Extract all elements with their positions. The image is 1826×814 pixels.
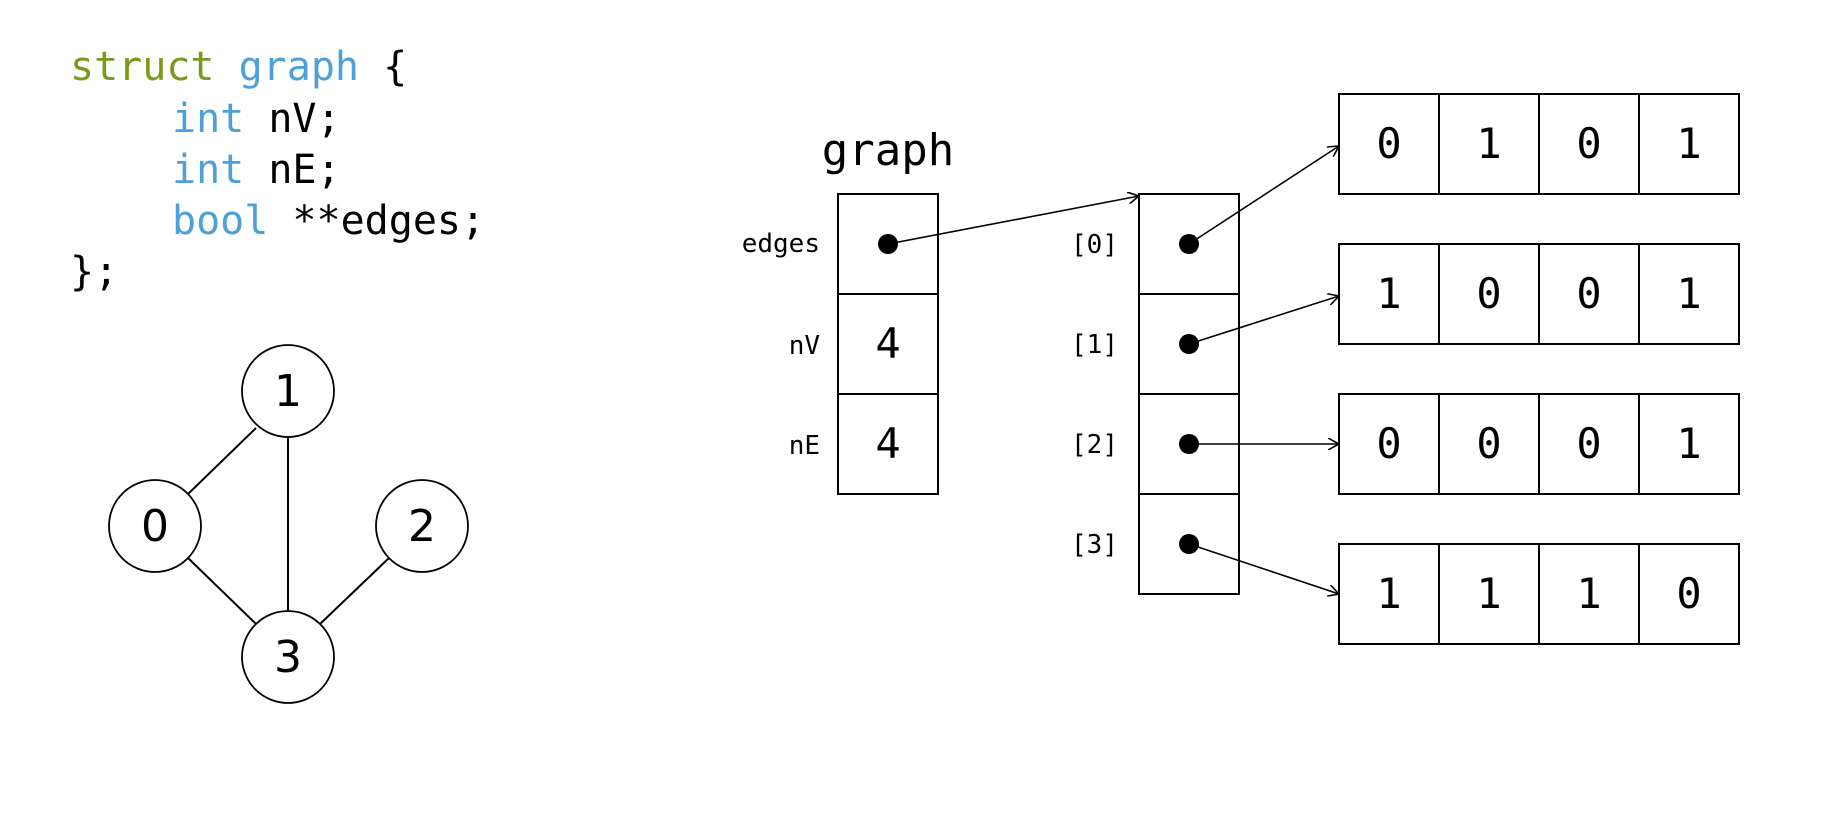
- index-label: [1]: [1071, 330, 1118, 360]
- matrix-row-2: 0 0 0 1: [1338, 393, 1740, 495]
- matrix-cell: [1538, 393, 1640, 495]
- field-label-edges: edges: [742, 229, 820, 259]
- matrix-cell: [1438, 543, 1540, 645]
- matrix-value: 0: [1476, 419, 1501, 468]
- code-brace-open: {: [359, 44, 407, 90]
- code-line-4: bool **edges;: [172, 198, 485, 244]
- matrix-cell: [1338, 243, 1440, 345]
- code-field-edges: **edges;: [268, 198, 485, 244]
- code-line-5: };: [70, 249, 118, 295]
- matrix-value: 0: [1376, 119, 1401, 168]
- matrix-cell: [1638, 243, 1740, 345]
- graph-node-label: 0: [141, 501, 169, 552]
- arrow-row-0: [1188, 146, 1339, 245]
- matrix-value: 0: [1576, 269, 1601, 318]
- graph-node-3: [241, 610, 335, 704]
- matrix-cell: [1338, 543, 1440, 645]
- matrix-cell: [1438, 93, 1540, 195]
- struct-title: graph: [822, 125, 954, 176]
- code-line-1: struct graph {: [70, 44, 407, 90]
- matrix-value: 1: [1476, 569, 1501, 618]
- graph-node-label: 2: [408, 501, 436, 552]
- graph-node-2: [375, 479, 469, 573]
- code-field-ne: nE;: [244, 147, 340, 193]
- code-block: struct graph { int nV; int nE; bool **ed…: [70, 44, 485, 295]
- arrow-edges-to-array: [887, 196, 1139, 245]
- code-struct-name: graph: [239, 44, 359, 90]
- field-label-ne: nE: [789, 431, 820, 461]
- graph-edge-0-1: [187, 427, 257, 495]
- matrix-cell: [1538, 543, 1640, 645]
- index-label: [2]: [1071, 430, 1118, 460]
- matrix-value: 1: [1376, 269, 1401, 318]
- struct-field-ne: [837, 393, 939, 495]
- graph-node-label: 3: [274, 632, 302, 683]
- matrix-cell: [1638, 543, 1740, 645]
- code-line-2: int nV;: [172, 96, 341, 142]
- code-keyword-struct: struct: [70, 44, 215, 90]
- adjacency-matrix: 0 1 0 1 1 0 0 1 0 0 0 1 1 1 1 0: [1338, 93, 1740, 645]
- field-label-nv: nV: [789, 331, 820, 361]
- matrix-cell: [1538, 243, 1640, 345]
- matrix-row-3: 1 1 1 0: [1338, 543, 1740, 645]
- code-field-nv: nV;: [244, 96, 340, 142]
- matrix-cell: [1638, 93, 1740, 195]
- matrix-value: 0: [1376, 419, 1401, 468]
- matrix-value: 0: [1476, 269, 1501, 318]
- matrix-value: 0: [1576, 419, 1601, 468]
- field-value-ne: 4: [875, 419, 900, 468]
- matrix-value: 1: [1576, 569, 1601, 618]
- index-label: [0]: [1071, 230, 1118, 260]
- matrix-cell: [1438, 243, 1540, 345]
- matrix-value: 0: [1576, 119, 1601, 168]
- index-label: [3]: [1071, 530, 1118, 560]
- matrix-cell: [1438, 393, 1540, 495]
- matrix-value: 1: [1676, 419, 1701, 468]
- matrix-value: 1: [1476, 119, 1501, 168]
- struct-box: graph edges nV nE 4 4: [742, 125, 954, 495]
- arrow-row-1: [1188, 296, 1339, 345]
- matrix-cell: [1638, 393, 1740, 495]
- matrix-value: 1: [1676, 119, 1701, 168]
- code-type-bool: bool: [172, 198, 268, 244]
- code-line-3: int nE;: [172, 147, 341, 193]
- graph-drawing: 0 1 2 3: [108, 344, 469, 704]
- matrix-row-0: 0 1 0 1: [1338, 93, 1740, 195]
- graph-edge-2-3: [319, 557, 390, 625]
- matrix-row-1: 1 0 0 1: [1338, 243, 1740, 345]
- code-type-int: int: [172, 96, 244, 142]
- graph-edge-0-3: [187, 557, 257, 625]
- code-type-int: int: [172, 147, 244, 193]
- matrix-value: 1: [1376, 569, 1401, 618]
- graph-node-0: [108, 479, 202, 573]
- graph-node-1: [241, 344, 335, 438]
- graph-node-label: 1: [274, 366, 302, 417]
- pointer-array: [0] [1] [2] [3]: [1071, 193, 1240, 595]
- matrix-value: 1: [1676, 269, 1701, 318]
- field-value-nv: 4: [875, 319, 900, 368]
- matrix-value: 0: [1676, 569, 1701, 618]
- arrow-row-3: [1188, 543, 1339, 594]
- pointer-arrows: [887, 146, 1339, 594]
